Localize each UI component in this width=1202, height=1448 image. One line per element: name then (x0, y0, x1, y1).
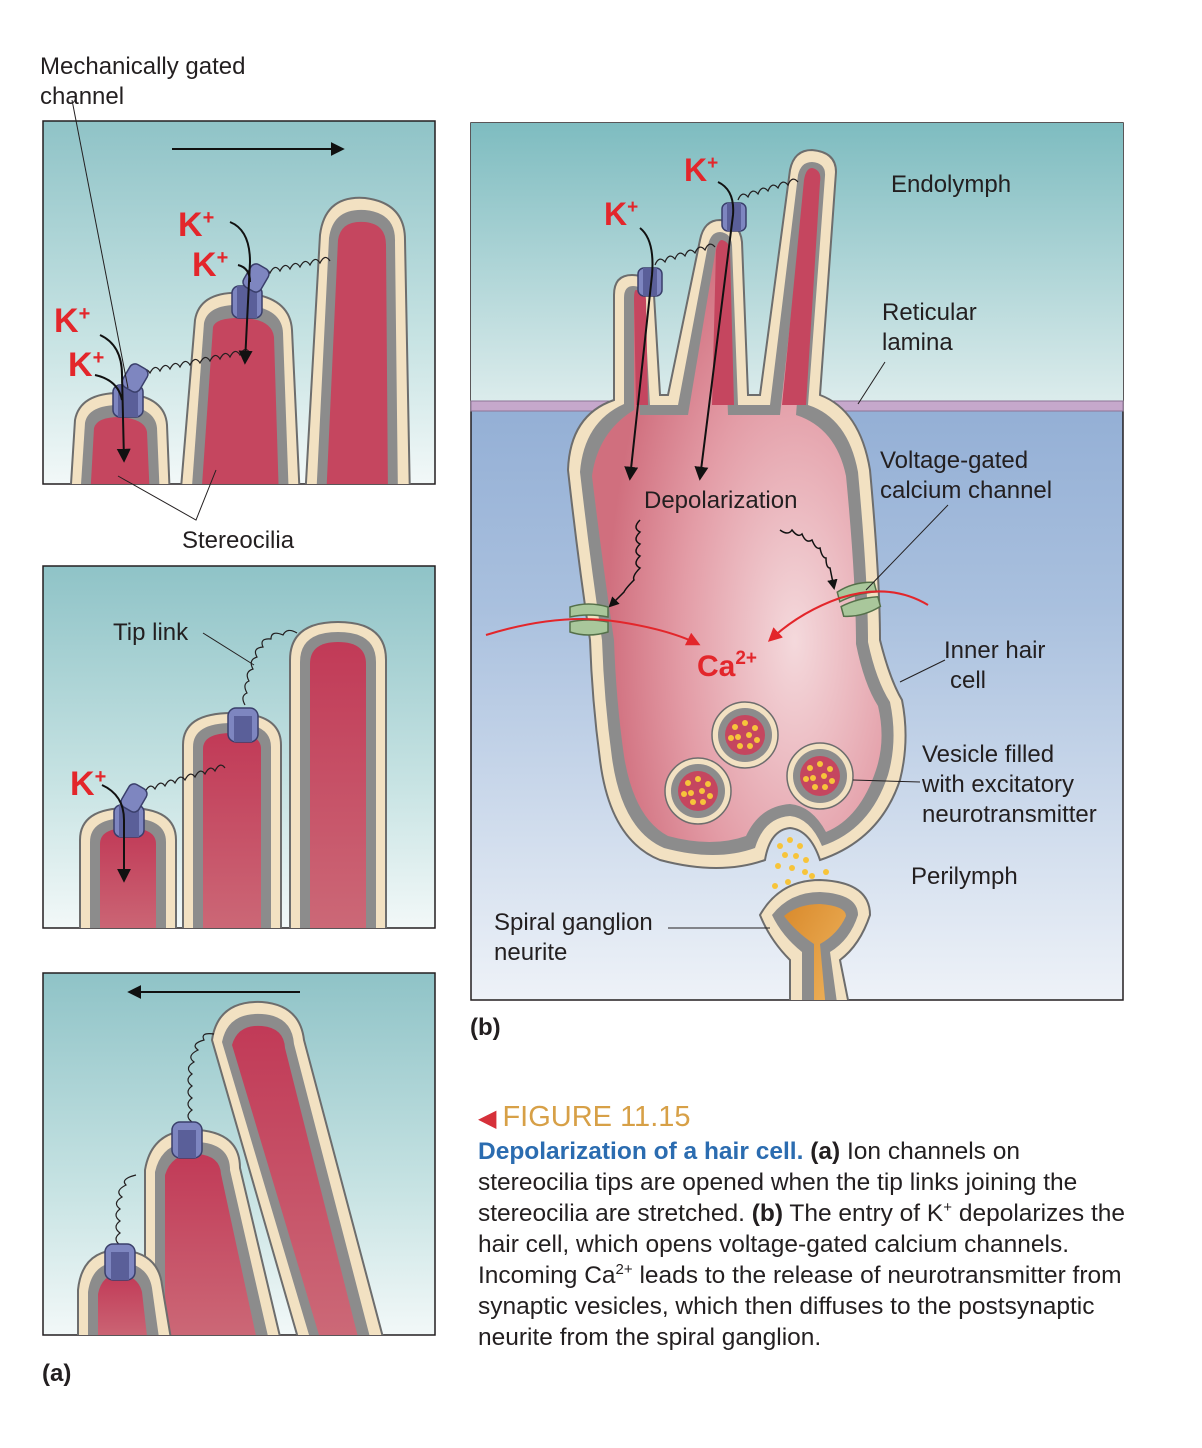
leader-line-voltage (865, 504, 949, 591)
caret-left-icon: ◀ (478, 1105, 497, 1132)
k-flow-arrow (99, 334, 131, 463)
tip-link (134, 764, 226, 796)
stereocilium-middle (180, 291, 301, 484)
leader-line-vesicle (852, 779, 921, 783)
k-ion-label: K+ (178, 206, 214, 244)
calcium-ion-label: Ca2+ (697, 648, 757, 683)
caption-text: Depolarization of a hair cell. (a) Ion c… (478, 1136, 1128, 1353)
k-ion-label: K+ (54, 302, 90, 340)
label-spiral-ganglion-neurite: Spiral ganglion neurite (494, 909, 653, 966)
leader-line-stereocilia (117, 469, 217, 521)
tip-link (139, 348, 251, 376)
stereocilium-short (69, 391, 171, 484)
stereocilium-short (77, 1248, 172, 1335)
ion-channel (227, 707, 259, 743)
stereocilium-tall (210, 1000, 384, 1335)
stereocilium-tall (289, 620, 387, 928)
synaptic-vesicle (711, 701, 779, 769)
caption-run: (a) (810, 1138, 841, 1165)
tip-link (654, 243, 716, 266)
spiral-ganglion-neurite (758, 878, 872, 1000)
panel-a-letter: (a) (42, 1360, 72, 1387)
k-ion-label: K+ (68, 346, 104, 384)
panel-a1: K+ K+ K+ K+ (42, 120, 436, 485)
leader-line-channel (71, 99, 129, 389)
label-tip-link: Tip link (113, 619, 189, 646)
caption-run: 2+ (615, 1260, 633, 1278)
label-endolymph: Endolymph (891, 171, 1012, 198)
leader-line-tip-link (202, 632, 255, 666)
k-flow-arrow (624, 227, 654, 481)
label-perilymph: Perilymph (911, 863, 1018, 890)
panel-a3 (42, 972, 436, 1336)
label-stereocilia: Stereocilia (182, 527, 295, 554)
panel-a2: K+ (42, 565, 436, 929)
panel-b-letter: (b) (470, 1014, 501, 1041)
caption-body: (a) Ion channels on stereocilia tips are… (478, 1138, 1125, 1351)
depolarization-wave (608, 519, 642, 608)
caption-run: Ion channels on stereocilia tips are ope… (478, 1138, 1078, 1227)
k-ion-label: K+ (604, 196, 638, 232)
k-flow-arrow (229, 221, 253, 365)
k-flow-arrow (94, 374, 123, 401)
calcium-influx-arrow (767, 590, 929, 642)
k-ion-label: K+ (684, 152, 718, 188)
panel-b: K+ K+ Ca2+ (470, 122, 1124, 1001)
k-ion-label: K+ (70, 765, 106, 803)
k-flow-arrow (237, 264, 251, 283)
ion-channel (171, 1121, 203, 1159)
leader-line-inner (899, 659, 946, 683)
released-neurotransmitter (772, 837, 829, 889)
label-depolarization: Depolarization (644, 487, 798, 514)
figure-number: ◀FIGURE 11.15 (478, 1101, 691, 1133)
tip-link (242, 629, 298, 706)
ion-channel (113, 783, 148, 838)
ion-channel (721, 202, 747, 232)
k-ion-label: K+ (192, 246, 228, 284)
calcium-influx-arrow (485, 618, 701, 646)
caption-run: The entry of K (783, 1200, 944, 1227)
tip-link (115, 1174, 137, 1246)
tip-link (187, 1033, 215, 1123)
stereocilium-tall (304, 196, 411, 484)
figure-caption: ◀FIGURE 11.15 Depolarization of a hair c… (478, 1100, 1128, 1353)
stereocilium-middle (144, 1128, 281, 1335)
label-reticular-lamina: Reticular lamina (882, 299, 977, 356)
label-mechanically-gated-channel: Mechanically gated channel (40, 53, 246, 110)
calcium-channel (569, 603, 609, 636)
leader-line-reticular (857, 361, 886, 405)
depolarization-wave (779, 528, 838, 591)
caption-run: depolarizes the hair cell, which opens v… (478, 1200, 1126, 1289)
caption-run: leads to the release of neurotransmitter… (478, 1262, 1122, 1351)
synaptic-vesicle (664, 757, 732, 825)
tip-link (259, 256, 331, 276)
caption-run: (b) (751, 1200, 784, 1227)
label-inner-hair-cell: Inner hair cell (944, 637, 1046, 694)
label-voltage-gated-calcium-channel: Voltage-gated calcium channel (880, 447, 1053, 504)
ion-channel (104, 1243, 136, 1281)
tip-link (737, 178, 799, 201)
ion-channel (637, 267, 663, 297)
k-flow-arrow (694, 181, 735, 481)
caption-run: + (943, 1198, 953, 1216)
synaptic-vesicle (786, 742, 854, 810)
k-flow-arrow (101, 784, 131, 883)
label-vesicle: Vesicle filled with excitatory neurotran… (922, 741, 1097, 828)
caption-title: Depolarization of a hair cell. (478, 1138, 804, 1165)
stereocilium-middle (182, 711, 282, 928)
